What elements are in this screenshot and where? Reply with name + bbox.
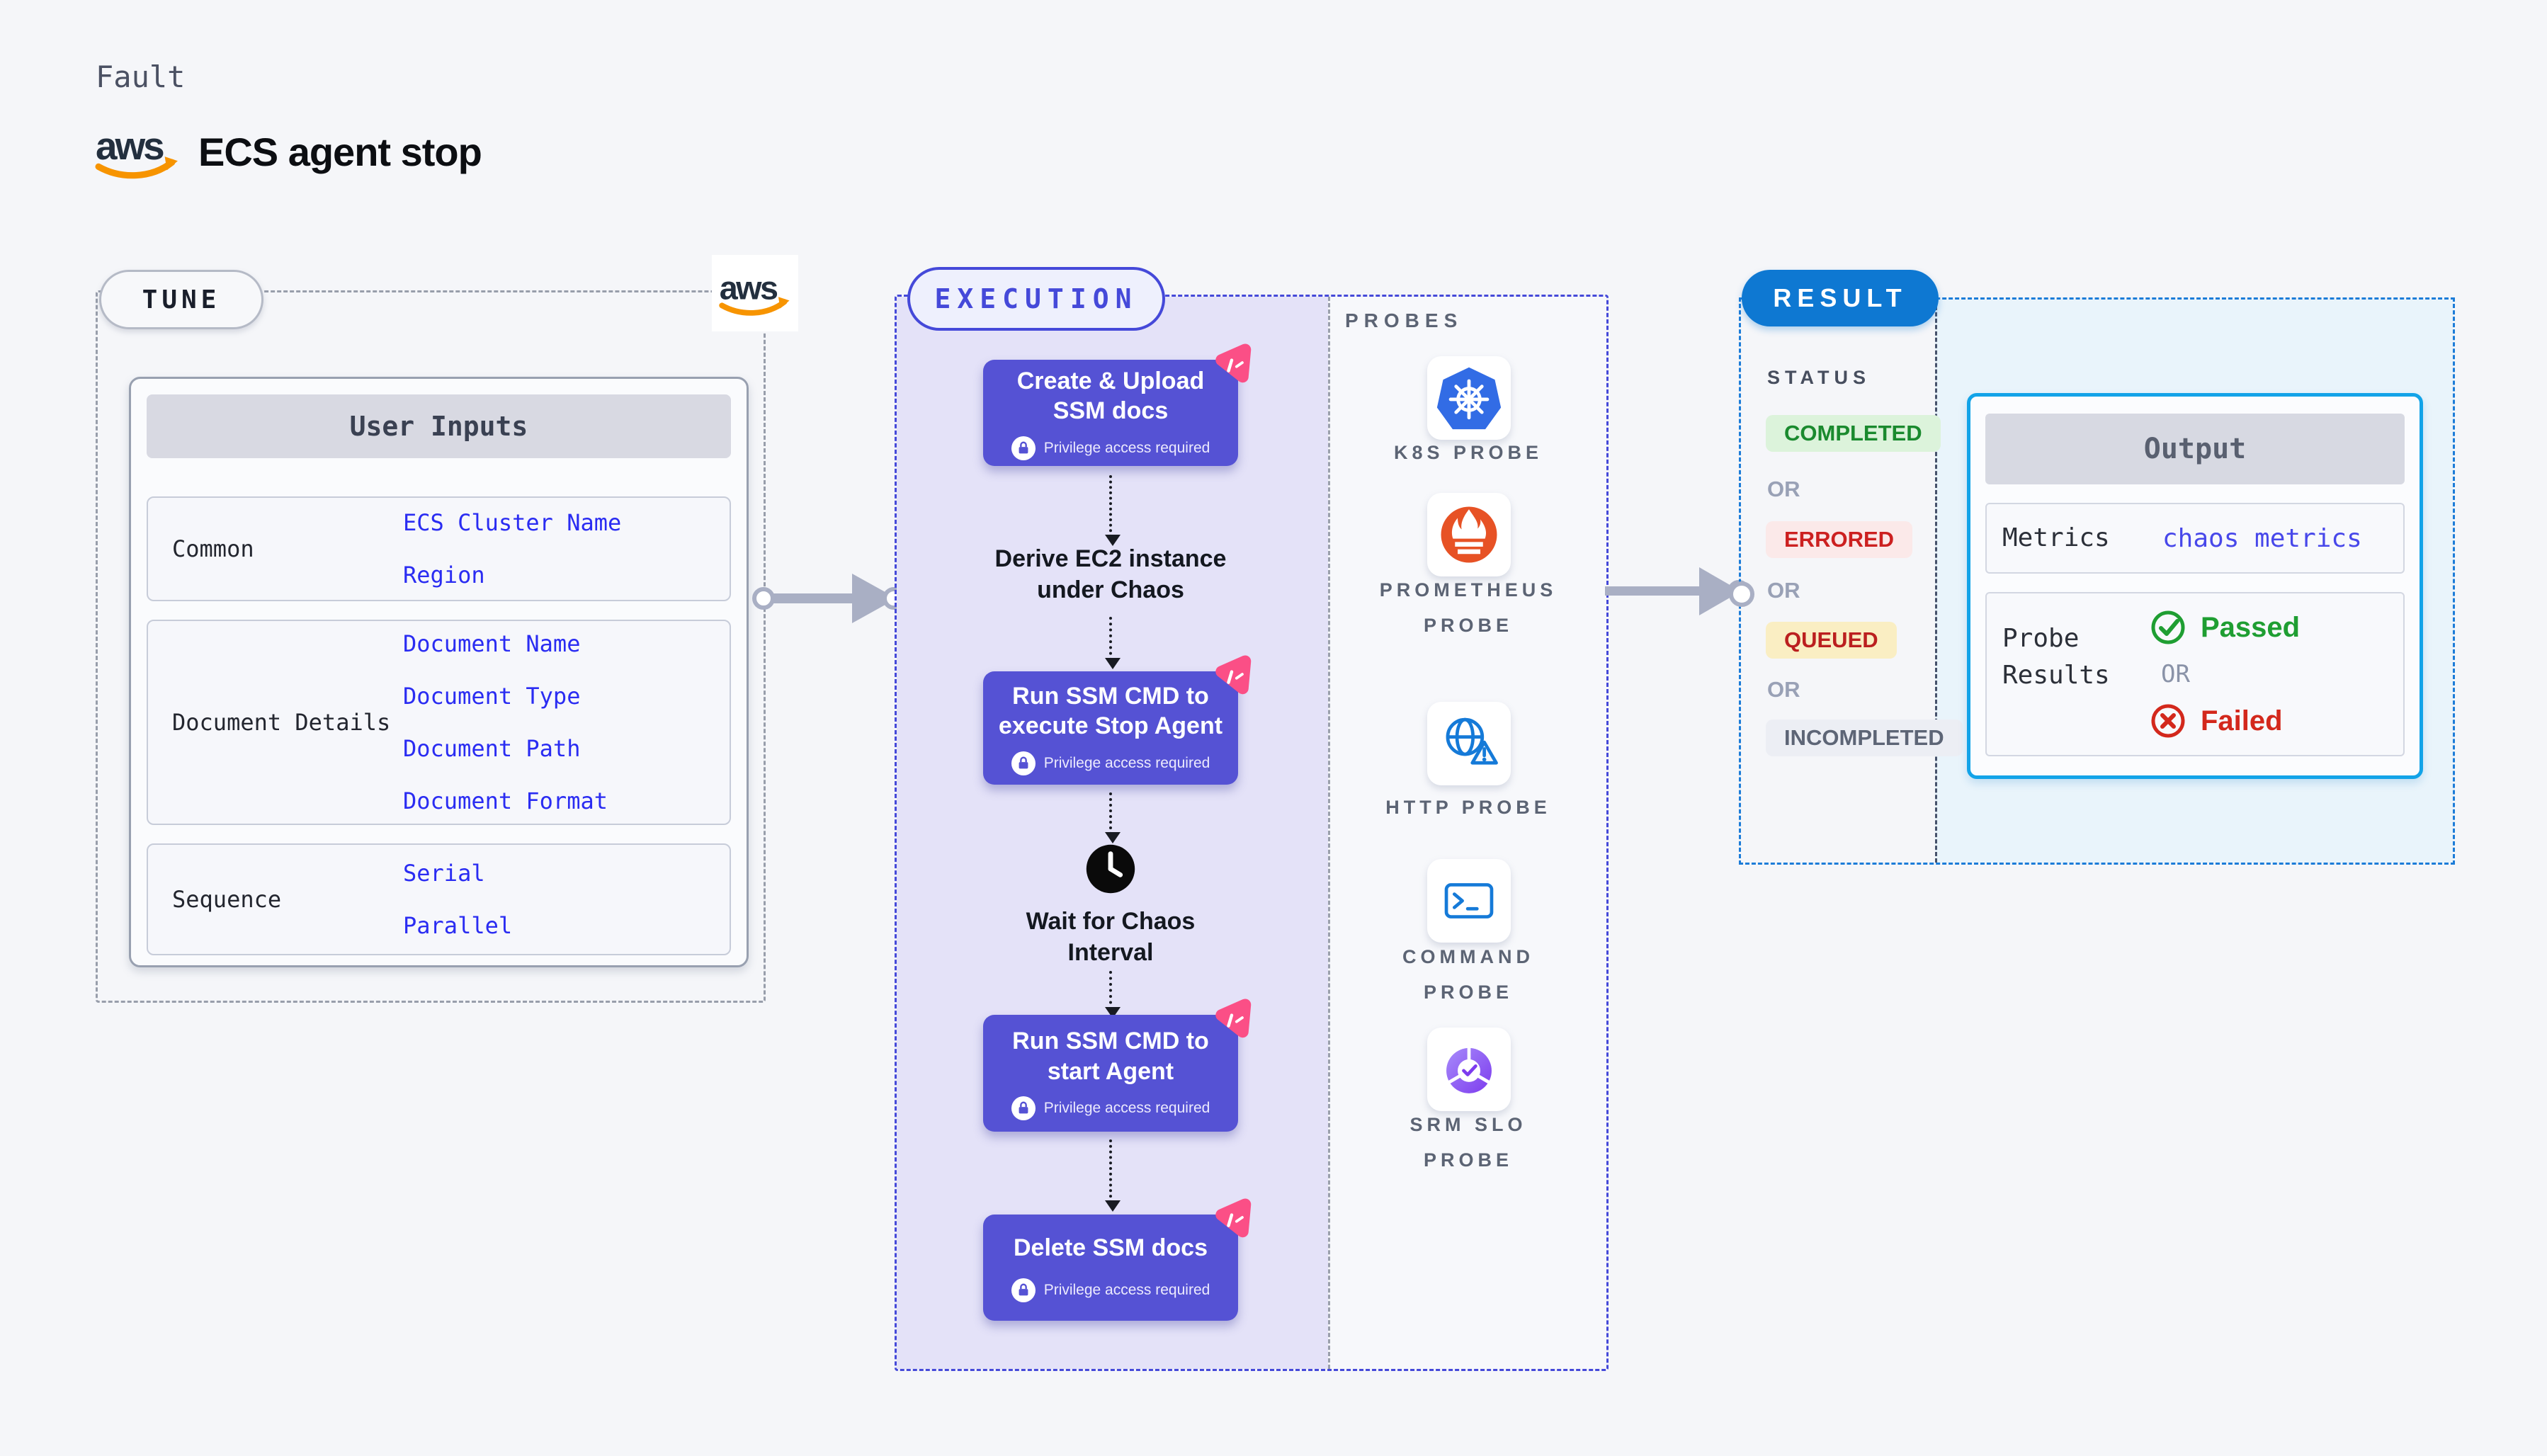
metrics-label: Metrics	[2002, 523, 2110, 552]
aws-logo	[718, 270, 792, 317]
probe-label: K8S PROBE	[1393, 442, 1543, 463]
user-inputs-row-document-details: Document Details Document Name Document …	[147, 620, 731, 825]
aws-logo	[94, 125, 181, 180]
tune-to-execution-arrow	[752, 574, 905, 623]
probe-results-label: Probe Results	[2002, 624, 2110, 690]
input-link-document-format[interactable]: Document Format	[403, 787, 608, 814]
step-title: Run SSM CMD to start Agent	[1012, 1028, 1209, 1085]
result-section: STATUS COMPLETED OR ERRORED OR QUEUED OR…	[1729, 297, 2455, 865]
probe-label: HTTP PROBE	[1385, 797, 1551, 818]
chaos-metrics-link[interactable]: chaos metrics	[2162, 523, 2362, 553]
terminal-icon	[1444, 883, 1494, 918]
result-divider	[1935, 300, 1937, 863]
status-title: STATUS	[1767, 367, 1871, 388]
lock-icon	[1011, 436, 1036, 460]
user-inputs-row-common: Common ECS Cluster Name Region	[147, 496, 731, 601]
step-title: Run SSM CMD to execute Stop Agent	[998, 682, 1223, 740]
metrics-row: Metrics chaos metrics	[1985, 503, 2405, 574]
flow-arrow	[1105, 1139, 1121, 1212]
or-label: OR	[1767, 677, 1800, 702]
input-link-serial[interactable]: Serial	[403, 860, 485, 887]
page-kicker: Fault	[96, 59, 186, 94]
arrow-connector-dot	[1729, 581, 1754, 607]
probe-results-row: Probe Results Passed OR	[1985, 592, 2405, 756]
lock-icon	[1011, 1278, 1036, 1303]
http-globe-icon	[1446, 717, 1498, 765]
privilege-note: Privilege access required	[1043, 754, 1210, 771]
status-badge-incompleted: INCOMPLETED	[1766, 720, 1963, 756]
chaos-badge-icon	[1207, 1193, 1260, 1246]
lock-icon	[1011, 1096, 1036, 1120]
execution-probes-divider	[1328, 297, 1330, 1369]
probe-label: PROMETHEUS PROBE	[1379, 579, 1558, 636]
lock-icon	[1011, 751, 1036, 775]
input-link-document-type[interactable]: Document Type	[403, 683, 581, 710]
input-link-region[interactable]: Region	[403, 562, 485, 588]
probes-title: PROBES	[1345, 309, 1463, 331]
derive-ec2-note: Derive EC2 instance under Chaos	[994, 545, 1227, 604]
prometheus-icon	[1441, 506, 1497, 563]
step-run-ssm-stop-agent: Run SSM CMD to execute Stop Agent Privil…	[983, 671, 1238, 785]
output-title: Output	[1985, 414, 2405, 484]
chaos-badge-icon	[1207, 994, 1260, 1047]
probe-label: SRM SLO PROBE	[1409, 1114, 1527, 1171]
aws-corner-patch	[712, 255, 798, 331]
input-link-document-name[interactable]: Document Name	[403, 630, 581, 657]
step-delete-ssm-docs: Delete SSM docs Privilege access require…	[983, 1215, 1238, 1321]
result-pill: RESULT	[1742, 270, 1939, 326]
execution-pill: EXECUTION	[907, 267, 1165, 331]
privilege-note: Privilege access required	[1043, 1100, 1210, 1116]
tune-pill: TUNE	[99, 270, 263, 329]
or-label: OR	[1767, 477, 1800, 501]
execution-section: PROBES K8S PROBE	[895, 295, 1609, 1371]
flow-arrow	[1105, 971, 1121, 1018]
probe-card-prometheus	[1427, 493, 1511, 576]
slo-gauge-icon	[1446, 1047, 1492, 1093]
chaos-badge-icon	[1207, 339, 1260, 392]
input-link-ecs-cluster-name[interactable]: ECS Cluster Name	[403, 509, 622, 536]
flow-arrow	[1105, 792, 1121, 843]
flow-arrow	[1105, 475, 1121, 546]
status-badge-errored: ERRORED	[1766, 521, 1913, 558]
probe-card-k8s	[1427, 356, 1511, 440]
step-title: Create & Upload SSM docs	[1016, 367, 1205, 425]
user-inputs-row-sequence: Sequence Serial Parallel	[147, 843, 731, 955]
user-inputs-title: User Inputs	[147, 394, 731, 458]
passed-label: Passed	[2201, 611, 2301, 643]
page-title: ECS agent stop	[198, 130, 482, 174]
status-badge-completed: COMPLETED	[1766, 415, 1941, 452]
failed-label: Failed	[2201, 705, 2283, 736]
row-label: Sequence	[172, 886, 282, 913]
chaos-badge-icon	[1207, 650, 1260, 703]
privilege-note: Privilege access required	[1043, 439, 1210, 456]
probe-card-srm-slo	[1427, 1028, 1511, 1111]
probe-card-command	[1427, 859, 1511, 943]
row-label: Common	[172, 535, 254, 562]
input-link-document-path[interactable]: Document Path	[403, 735, 581, 762]
status-badge-queued: QUEUED	[1766, 622, 1897, 659]
privilege-note: Privilege access required	[1043, 1282, 1210, 1299]
step-title: Delete SSM docs	[1014, 1234, 1208, 1261]
kubernetes-icon	[1436, 367, 1502, 430]
tune-section	[96, 290, 766, 1003]
or-label: OR	[1767, 578, 1800, 603]
flow-arrow	[1105, 617, 1121, 669]
row-label: Document Details	[172, 709, 391, 736]
step-create-upload-ssm-docs: Create & Upload SSM docs Privilege acces…	[983, 360, 1238, 466]
probe-label: COMMAND PROBE	[1402, 946, 1534, 1003]
clock-icon	[1086, 844, 1135, 894]
input-link-parallel[interactable]: Parallel	[403, 912, 513, 939]
output-card: Output Metrics chaos metrics Probe Resul…	[1967, 393, 2423, 779]
probes-panel: PROBES K8S PROBE	[1330, 297, 1606, 1369]
user-inputs-card: User Inputs Common ECS Cluster Name Regi…	[129, 377, 749, 967]
step-run-ssm-start-agent: Run SSM CMD to start Agent Privilege acc…	[983, 1015, 1238, 1132]
or-label: OR	[2161, 660, 2190, 688]
wait-chaos-note: Wait for Chaos Interval	[1026, 908, 1196, 967]
probe-card-http	[1427, 702, 1511, 785]
passed-check-icon	[2151, 610, 2185, 644]
failed-cross-icon	[2151, 704, 2185, 738]
